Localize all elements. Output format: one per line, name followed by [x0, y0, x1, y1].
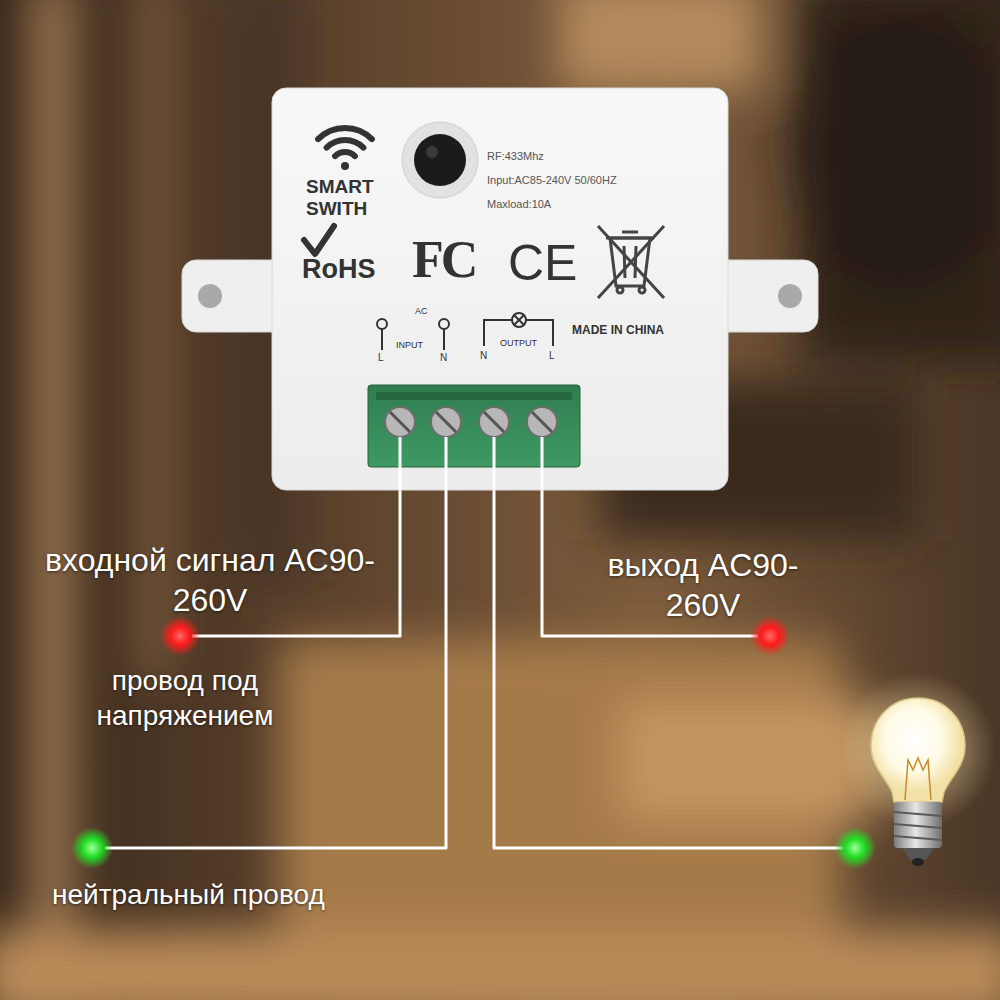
terminal-note: AC [415, 306, 428, 316]
neutral-dot [834, 827, 876, 869]
spec-text: Input:AC85-240V 50/60HZ [487, 174, 617, 187]
origin-mark: MADE IN CHINA [572, 324, 664, 338]
weee-bin-icon [598, 226, 664, 298]
neutral-output-wire [494, 490, 843, 848]
terminal-pin-name: N [480, 350, 487, 362]
rohs-mark: RoHS [302, 254, 376, 285]
fcc-mark: FC [412, 234, 475, 286]
terminal-pin-name: L [549, 350, 555, 362]
spec-text: RF:433Mhz [487, 150, 544, 163]
smart-switch-housing [182, 88, 818, 490]
terminal-pin-name: N [440, 352, 447, 364]
terminal-group-name: INPUT [396, 340, 423, 350]
terminal-symbols [377, 313, 553, 350]
light-bulb [840, 672, 996, 866]
check-mark [304, 226, 334, 254]
live-dot [750, 616, 790, 656]
ce-mark: CE [508, 238, 577, 288]
signal-label: входной сигнал AC90-260V [45, 540, 375, 620]
terminal-pin-name: L [378, 352, 384, 364]
smart-switch-module: SMART SWITH RF:433MhzInput:AC85-240V 50/6… [272, 88, 728, 490]
mounting-hole [198, 284, 222, 308]
wifi-icon [318, 128, 372, 170]
product-name: SMART SWITH [306, 176, 386, 220]
spec-text: Maxload:10A [487, 198, 551, 211]
wire-end-dots [71, 616, 876, 869]
wire-label: нейтральный провод [52, 877, 325, 912]
neutral-dot [71, 827, 113, 869]
live-dot [160, 616, 200, 656]
wires [400, 437, 542, 490]
terminal-group-name: OUTPUT [500, 338, 537, 348]
signal-label: выход AC90-260V [593, 545, 813, 625]
button [402, 122, 478, 198]
wire-label: провод под напряжением [60, 663, 310, 733]
mounting-hole [778, 284, 802, 308]
